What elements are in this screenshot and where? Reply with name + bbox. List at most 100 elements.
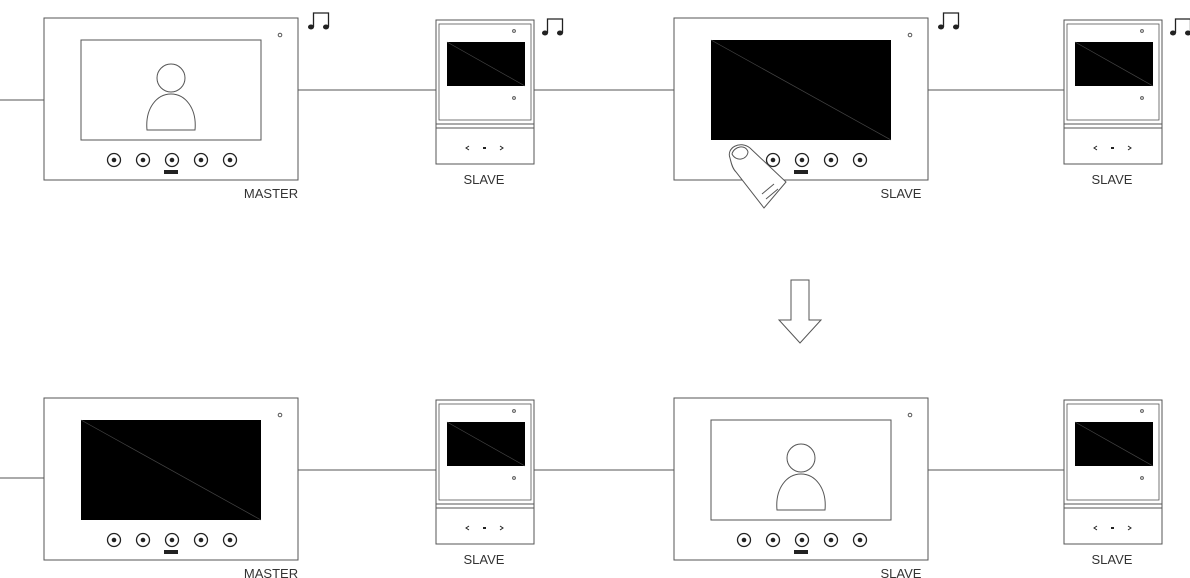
fingernail — [731, 146, 749, 160]
key-icon-glyph — [140, 537, 146, 543]
note-head — [542, 30, 548, 36]
screen-glare — [1074, 41, 1154, 87]
note-stem — [546, 18, 564, 33]
left-arrow-icon — [465, 525, 470, 531]
lock-icon-glyph — [828, 157, 834, 163]
monitor-large: MASTER — [43, 397, 299, 578]
screen-glare — [446, 421, 526, 467]
row-2: MASTER SLAVE SLAVE SLAVE — [43, 397, 1163, 578]
connection-lines — [0, 89, 1064, 479]
note-stem — [942, 12, 960, 27]
transition-arrow — [777, 279, 823, 344]
music-note-icon — [308, 12, 330, 30]
monitor-small: SLAVE — [435, 399, 535, 567]
sensor-dot — [1140, 409, 1144, 413]
note-head — [557, 30, 563, 36]
speaker-icon-glyph — [799, 537, 805, 543]
key-icon-glyph — [770, 157, 776, 163]
note-stem — [312, 12, 330, 27]
lock-icon-glyph — [198, 537, 204, 543]
monitor-body — [435, 399, 535, 545]
monitor-label: SLAVE — [1092, 172, 1133, 187]
monitor-label: SLAVE — [464, 172, 505, 187]
monitor-bezel — [1066, 403, 1160, 501]
sensor-dot — [907, 412, 913, 418]
status-dot — [512, 96, 516, 100]
right-arrow-icon — [499, 525, 504, 531]
note-head — [308, 24, 314, 30]
center-dot-icon — [1111, 147, 1114, 149]
monitor-small: SLAVE — [1063, 18, 1190, 187]
row-1: MASTER SLAVE SLAVE SLAVE — [43, 12, 1190, 209]
person-head — [156, 63, 186, 93]
note-head — [1170, 30, 1176, 36]
center-dot-icon — [483, 527, 486, 529]
monitor-body — [435, 19, 535, 165]
person-head — [786, 443, 816, 473]
key-icon-glyph — [770, 537, 776, 543]
menu-icon-glyph — [227, 157, 233, 163]
note-head — [953, 24, 959, 30]
finger-crease — [765, 188, 779, 200]
center-dot-icon — [483, 147, 486, 149]
sensor-dot — [907, 32, 913, 38]
right-arrow-icon — [499, 145, 504, 151]
note-stem — [1174, 18, 1190, 33]
monitor-body — [1063, 19, 1163, 165]
right-arrow-icon — [1127, 525, 1132, 531]
monitor-large: MASTER — [43, 12, 330, 201]
monitor-bezel — [438, 23, 532, 121]
menu-icon-glyph — [857, 537, 863, 543]
screen-glare — [446, 41, 526, 87]
brand-logo — [164, 170, 178, 174]
left-arrow-icon — [465, 145, 470, 151]
left-arrow-icon — [1093, 145, 1098, 151]
key-icon-glyph — [140, 157, 146, 163]
music-note-icon — [1170, 18, 1190, 36]
center-dot-icon — [1111, 527, 1114, 529]
sensor-dot — [512, 29, 516, 33]
menu-icon-glyph — [227, 537, 233, 543]
monitor-label: SLAVE — [881, 566, 922, 578]
screen-glare — [710, 39, 892, 141]
monitor-large: SLAVE — [673, 397, 929, 578]
music-note-icon — [542, 18, 564, 36]
sensor-dot — [277, 412, 283, 418]
monitor-body — [1063, 399, 1163, 545]
phone-icon-glyph — [111, 157, 117, 163]
phone-icon-glyph — [741, 537, 747, 543]
person-body — [146, 93, 196, 131]
brand-logo — [164, 550, 178, 554]
sensor-dot — [1140, 29, 1144, 33]
note-head — [938, 24, 944, 30]
person-body — [776, 473, 826, 511]
brand-logo — [794, 170, 808, 174]
monitor-label: MASTER — [244, 186, 298, 201]
left-arrow-icon — [1093, 525, 1098, 531]
brand-logo — [794, 550, 808, 554]
screen-glare — [1074, 421, 1154, 467]
status-dot — [1140, 476, 1144, 480]
monitor-label: SLAVE — [464, 552, 505, 567]
screen-glare — [80, 419, 262, 521]
monitor-label: SLAVE — [881, 186, 922, 201]
monitor-small: SLAVE — [435, 18, 564, 187]
finger-pointer-icon — [728, 144, 787, 209]
lock-icon-glyph — [198, 157, 204, 163]
note-head — [323, 24, 329, 30]
monitor-bezel — [438, 403, 532, 501]
music-note-icon — [938, 12, 960, 30]
status-dot — [1140, 96, 1144, 100]
speaker-icon-glyph — [169, 157, 175, 163]
finger-crease — [761, 183, 775, 195]
down-arrow-icon — [777, 279, 823, 344]
lock-icon-glyph — [828, 537, 834, 543]
speaker-icon-glyph — [799, 157, 805, 163]
finger-outline — [728, 144, 787, 209]
status-dot — [512, 476, 516, 480]
menu-icon-glyph — [857, 157, 863, 163]
monitor-large: SLAVE — [673, 12, 960, 209]
sensor-dot — [277, 32, 283, 38]
monitor-small: SLAVE — [1063, 399, 1163, 567]
